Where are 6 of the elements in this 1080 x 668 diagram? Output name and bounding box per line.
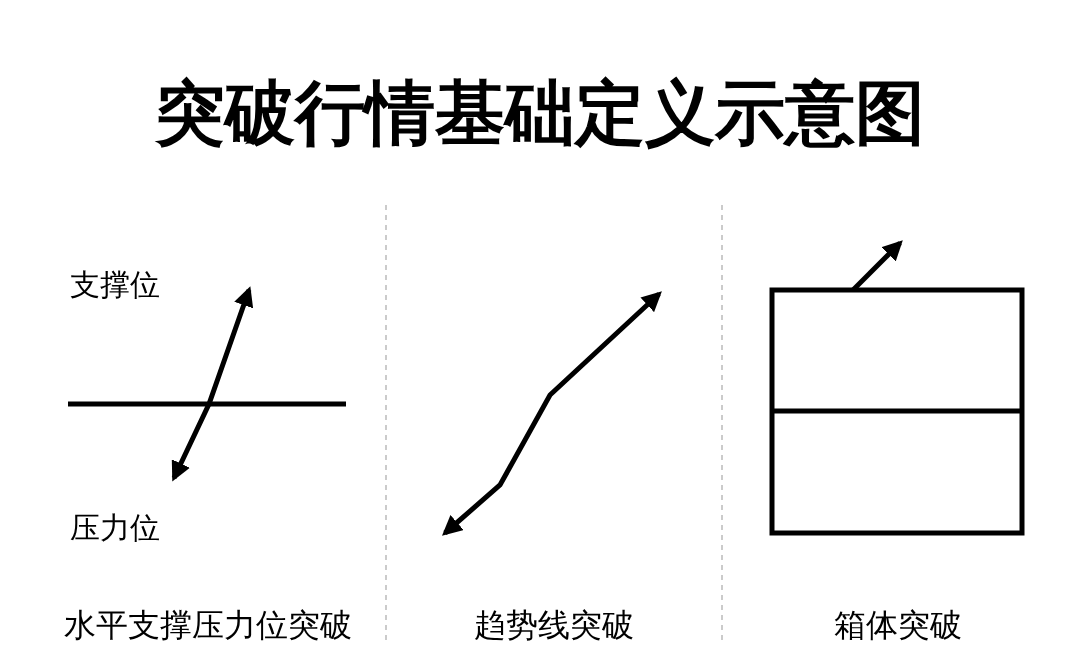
title: 突破行情基础定义示意图	[154, 71, 926, 156]
level-label: 支撑位	[70, 266, 160, 304]
caption: 水平支撑压力位突破	[62, 605, 353, 646]
caption: 箱体突破	[833, 605, 963, 646]
level-label: 压力位	[70, 509, 160, 547]
caption: 趋势线突破	[473, 605, 635, 646]
